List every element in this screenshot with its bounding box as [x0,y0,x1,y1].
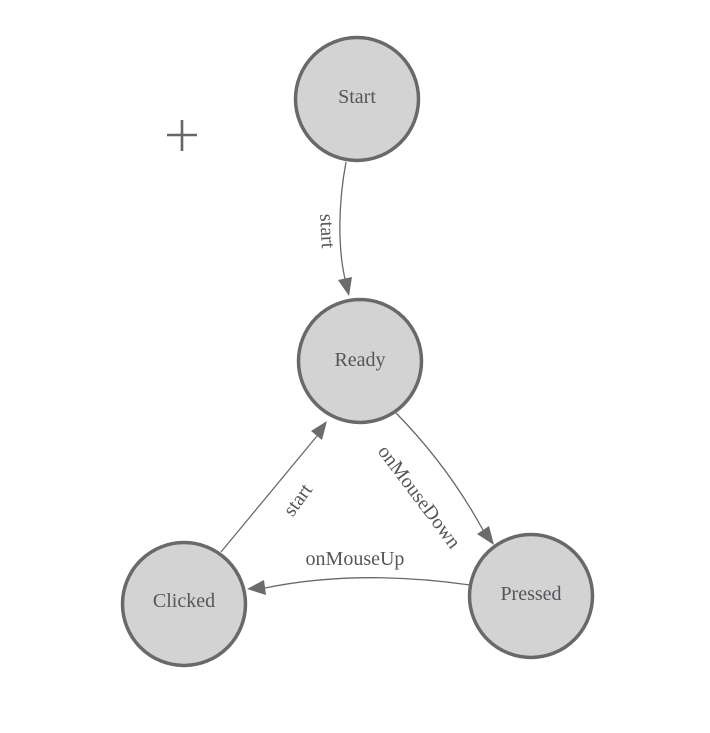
edge-label-onmousedown: onMouseDown [373,441,465,553]
edge-pressed-to-clicked[interactable]: onMouseUp [247,548,471,595]
state-node-clicked[interactable]: Clicked [120,540,248,668]
edge-label-onmouseup: onMouseUp [306,548,405,570]
edge-label-start-2: start [279,479,317,520]
edge-clicked-to-ready[interactable]: start [220,421,327,553]
state-node-clicked-label: Clicked [153,590,215,612]
edge-ready-to-pressed[interactable]: onMouseDown [373,412,494,553]
state-node-start[interactable]: Start [293,35,421,163]
arrowhead-pressed-to-clicked [247,580,266,595]
state-node-pressed-label: Pressed [500,583,561,605]
state-node-ready[interactable]: Ready [296,297,424,425]
edge-label-start-1: start [315,213,339,249]
state-node-pressed[interactable]: Pressed [467,532,595,660]
arrowhead-clicked-to-ready [311,421,327,440]
crosshair-cursor-icon [167,120,197,151]
state-node-start-label: Start [338,86,376,108]
arrowhead-ready-to-pressed [477,526,494,545]
arrowhead-start-to-ready [338,277,352,296]
edge-start-to-ready[interactable]: start [315,161,352,296]
state-node-ready-label: Ready [334,349,385,371]
